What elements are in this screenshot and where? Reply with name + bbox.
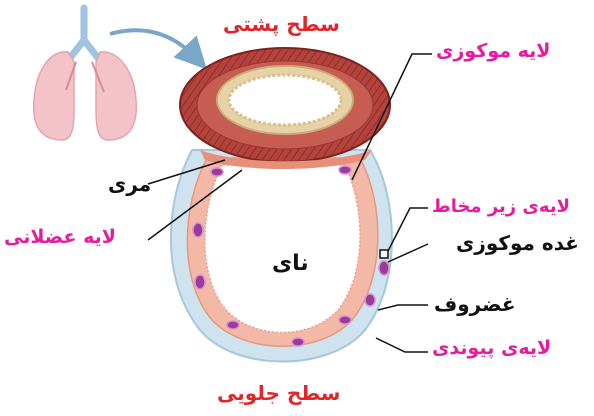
lungs-icon xyxy=(34,8,137,140)
connective-layer-label: لایه‌ی پیوندی xyxy=(432,339,551,358)
ventral-surface-label: سطح جلویی xyxy=(217,383,340,403)
muscle-layer-label: لایه عضلانی xyxy=(4,228,116,247)
submucosa-label: لایه‌ی زیر مخاط xyxy=(432,198,570,216)
pointer-arrow-icon xyxy=(110,30,196,58)
cartilage-label: غضروف xyxy=(434,294,515,314)
trachea-label: نای xyxy=(272,253,309,275)
mucous-gland-label: غده موکوزی xyxy=(456,233,579,253)
mucous-layer-label: لایه موکوزی xyxy=(436,42,550,61)
esophagus-label: مری xyxy=(108,174,151,194)
dorsal-surface-label: سطح پشتی xyxy=(223,14,340,34)
